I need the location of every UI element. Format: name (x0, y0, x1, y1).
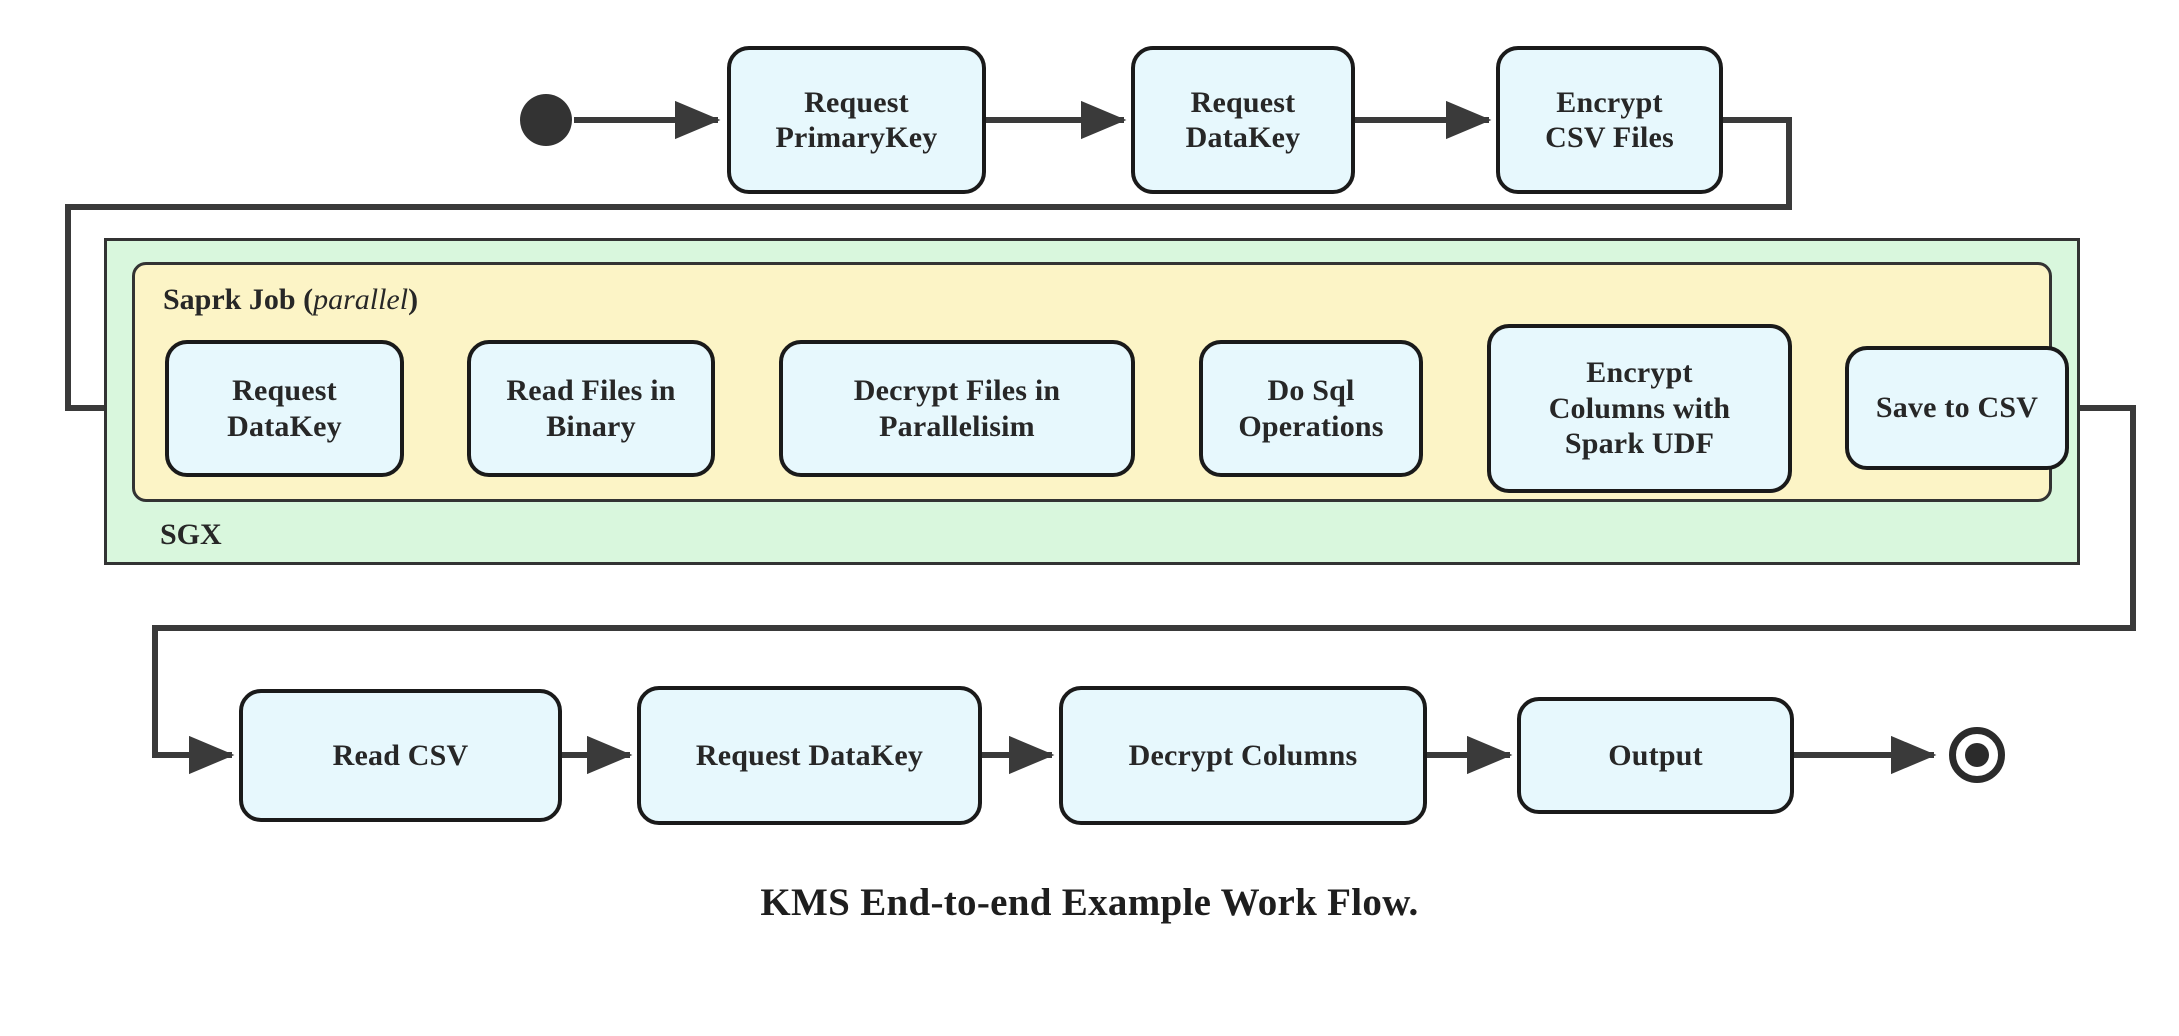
sgx-container-label: SGX (160, 518, 222, 551)
node-encrypt-csv-files[interactable]: Encrypt CSV Files (1496, 46, 1723, 194)
node-output[interactable]: Output (1517, 697, 1794, 814)
node-read-files-in-binary[interactable]: Read Files in Binary (467, 340, 715, 477)
node-label: Decrypt Files in Parallelisim (853, 374, 1061, 443)
node-save-to-csv[interactable]: Save to CSV (1845, 346, 2069, 470)
node-label: Request DataKey (695, 738, 924, 772)
node-label: Request DataKey (227, 374, 342, 443)
node-encrypt-columns-with-spark-udf[interactable]: Encrypt Columns with Spark UDF (1487, 324, 1792, 493)
node-read-csv[interactable]: Read CSV (239, 689, 562, 822)
node-label: Output (1608, 738, 1703, 772)
node-label: Read CSV (332, 738, 469, 772)
spark-job-label-close-paren: ) (408, 283, 419, 316)
spark-job-label-main: Saprk Job (163, 283, 296, 316)
node-label: Request DataKey (1185, 85, 1301, 154)
end-node-inner-dot (1965, 743, 1989, 767)
node-request-datakey-top[interactable]: Request DataKey (1131, 46, 1355, 194)
diagram-caption: KMS End-to-end Example Work Flow. (760, 881, 1419, 924)
node-do-sql-operations[interactable]: Do Sql Operations (1199, 340, 1423, 477)
end-node (1949, 727, 2005, 783)
node-decrypt-files-in-parallelisim[interactable]: Decrypt Files in Parallelisim (779, 340, 1135, 477)
node-label: Encrypt CSV Files (1545, 85, 1674, 154)
node-label: Encrypt Columns with Spark UDF (1548, 356, 1731, 461)
node-request-datakey-bottom[interactable]: Request DataKey (637, 686, 982, 825)
node-label: Save to CSV (1875, 391, 2039, 425)
node-request-primarykey[interactable]: Request PrimaryKey (727, 46, 986, 194)
node-decrypt-columns[interactable]: Decrypt Columns (1059, 686, 1427, 825)
node-request-datakey-spark[interactable]: Request DataKey (165, 340, 404, 477)
spark-job-label-italic: parallel (313, 283, 409, 316)
spark-job-container-label: Saprk Job (parallel) (163, 283, 418, 317)
node-label: Read Files in Binary (506, 374, 676, 443)
node-label: Do Sql Operations (1238, 374, 1384, 443)
node-label: Request PrimaryKey (775, 85, 938, 154)
node-label: Decrypt Columns (1128, 738, 1358, 772)
start-node (520, 94, 572, 146)
spark-job-label-open-paren: ( (303, 283, 314, 316)
